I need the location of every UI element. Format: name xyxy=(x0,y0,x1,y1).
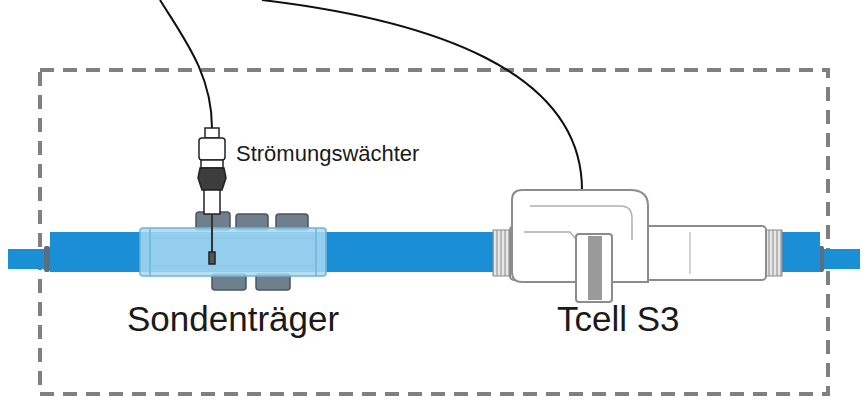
pipe xyxy=(780,232,820,272)
flow-switch xyxy=(198,128,226,264)
probe-holder-edge xyxy=(315,228,317,276)
sensor-ring xyxy=(576,234,612,302)
part-name: Strömungswächter xyxy=(236,142,419,166)
dashed-enclosure xyxy=(40,70,828,394)
probe-holder-edge xyxy=(149,228,151,276)
switch-cable xyxy=(160,0,212,128)
pipe-end xyxy=(8,249,48,269)
pipe-cap xyxy=(44,246,50,272)
part-name: Tcell S3 xyxy=(557,300,680,339)
probe-holder-bore xyxy=(150,266,316,267)
probe-holder xyxy=(140,228,326,276)
housing-edge xyxy=(524,232,582,282)
probe-holder-bore xyxy=(150,238,316,239)
part-name: Sondenträger xyxy=(127,300,339,339)
thread xyxy=(493,230,511,276)
pipe-end xyxy=(820,249,860,269)
sensor-ring-band xyxy=(588,236,602,300)
body-edge xyxy=(689,232,691,274)
